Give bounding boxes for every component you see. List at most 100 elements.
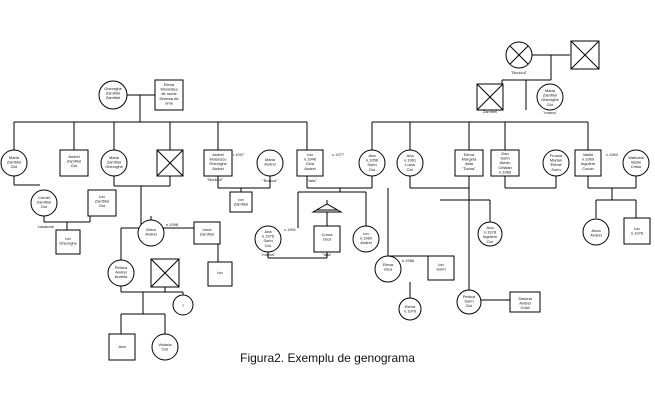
person-name-line: Zamfirei (107, 160, 122, 165)
person-name-line: Vasile (583, 152, 594, 157)
person-name-line: Ion (99, 194, 105, 199)
figure-caption: Figura2. Exemplu de genograma (240, 351, 415, 365)
person-p25 (207, 261, 233, 287)
person-p10 (396, 149, 424, 177)
person-p16 (30, 189, 58, 217)
person-name-line: n.1961 (404, 158, 417, 163)
person-name-line: Andrei (590, 233, 602, 238)
person-p21 (108, 333, 136, 361)
person-name-line: Ionut (203, 227, 213, 232)
person-name-line: Diversa de (159, 96, 179, 101)
person-name-line: Moisescu (210, 157, 227, 162)
label-unknown: ? (182, 303, 185, 308)
person-name-line: Victor (146, 227, 157, 232)
person-p35 (477, 221, 503, 247)
person-name-line: Zamfirei (7, 160, 22, 165)
person-name-line: n.1976 (404, 309, 417, 314)
person-p32 (398, 297, 422, 321)
person-name-line: Cici (11, 164, 18, 169)
note-n14: c.1991 (284, 227, 297, 232)
person-name-line: Gheorghe (105, 164, 124, 169)
person-name-line: Ana (368, 153, 376, 158)
note-n11: c.1977 (332, 152, 345, 157)
note-n15: n.1986 (402, 258, 415, 263)
person-p24 (107, 259, 135, 287)
person-p31 (427, 255, 455, 281)
person-p30 (374, 255, 402, 283)
person-name-line: Ingolem (483, 234, 498, 239)
person-name-line: Andrei (519, 301, 531, 306)
person-name-line: Margeta (462, 157, 477, 162)
person-name-line: "Doina" (462, 166, 476, 171)
person-name-line: Victoria (158, 342, 172, 347)
person-p6 (203, 149, 233, 177)
person-name-line: Andrei (212, 166, 224, 171)
person-name-line: Ion (238, 197, 244, 202)
person-name-line: Vasile (631, 160, 642, 165)
person-name-line: Aida (465, 161, 474, 166)
person-name-line: Andrei (145, 232, 157, 237)
person-p14 (574, 149, 602, 177)
person-name-line: Cici (547, 102, 554, 107)
person-name-line: Cici (487, 239, 494, 244)
note-n6: "tata" (307, 178, 317, 183)
person-name-line: Petrica (115, 265, 128, 270)
person-name-line: Zamfirei (543, 93, 558, 98)
person-p8 (296, 149, 324, 177)
person-name-line: Elena (405, 304, 416, 309)
note-n7: "mama" (261, 252, 276, 257)
person-p26 (229, 191, 253, 213)
person-p38 (536, 83, 564, 111)
person-p37 (623, 217, 651, 245)
person-name-line: Cornel (38, 195, 50, 200)
person-p9 (358, 149, 386, 177)
note-n1: "Bunicul" (511, 70, 528, 75)
person-name-line: Sorin (464, 299, 473, 304)
person-name-line: Petrica (463, 294, 476, 299)
person-name-line: Aurelia (115, 274, 128, 279)
person-name-line: Sorin (263, 238, 272, 243)
person-name-line: Simona (518, 296, 532, 301)
person-name-line: Zamfirei (95, 199, 110, 204)
person-name-line: Ion (363, 231, 369, 236)
person-name-line: Lucia (405, 162, 415, 167)
person-name-line: de nume (161, 91, 177, 96)
person-unknown (172, 294, 194, 316)
person-name-line: Elena (464, 152, 475, 157)
person-p3 (0, 149, 28, 177)
person-name-line: n.1969 (499, 169, 512, 174)
person-name-line: Gheorghe (104, 86, 123, 91)
person-name-line: Zamfirei (200, 232, 215, 237)
person-name-line: Corna (322, 232, 334, 237)
person-p28 (313, 225, 341, 253)
person-name-line: Andrei (115, 270, 127, 275)
person-name-line: Ingolem (581, 161, 596, 166)
person-name-line: n.1946 (304, 157, 317, 162)
person-name-line: Anca (591, 228, 601, 233)
person-name-line: Zamfirei (106, 95, 121, 100)
person-p7 (256, 149, 284, 177)
person-name-line: Cristian (498, 165, 512, 170)
person-p34 (509, 291, 541, 313)
person-name-line: Cici (99, 203, 106, 208)
person-name-line: ome (165, 100, 174, 105)
note-n2: Zamfirei (483, 109, 498, 114)
person-p36 (582, 218, 610, 246)
person-name-line: n.1956 (366, 158, 379, 163)
